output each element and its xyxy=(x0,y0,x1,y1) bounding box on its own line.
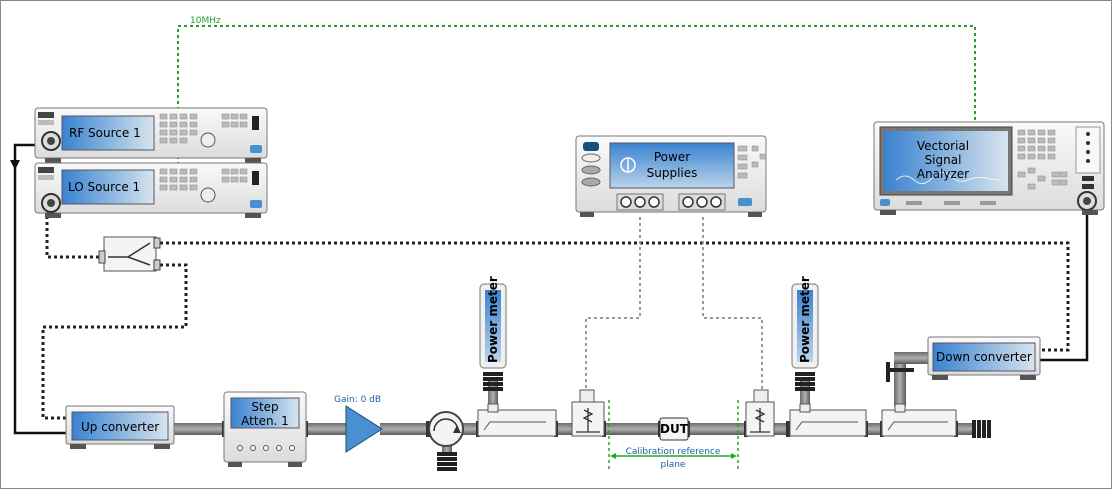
step-atten-label-1: Step xyxy=(251,400,278,414)
lo-source-label: LO Source 1 xyxy=(68,180,140,194)
vsa-label-1: Vectorial xyxy=(917,139,969,153)
power-meter-right: Power meter xyxy=(791,276,819,369)
amp-gain-label: Gain: 0 dB xyxy=(334,395,381,405)
right-coupler xyxy=(789,403,867,437)
dut-label: DUT xyxy=(660,422,689,436)
if-lines xyxy=(41,210,1070,420)
rf-source-label: RF Source 1 xyxy=(69,126,141,140)
bias-tee-right xyxy=(745,389,775,437)
lo-source-instrument: LO Source 1 xyxy=(34,162,268,218)
power-supplies-instrument: Power Supplies xyxy=(575,135,767,217)
power-meter-left: Power meter xyxy=(479,276,507,369)
up-converter: Up converter xyxy=(65,405,175,449)
step-atten-label-2: Atten. 1 xyxy=(241,414,289,428)
up-converter-label: Up converter xyxy=(81,420,159,434)
amplifier: Gain: 0 dB xyxy=(334,395,383,453)
calibration-label-2: plane xyxy=(661,460,686,470)
ref-clock-label: 10MHz xyxy=(190,16,221,26)
calibration-plane: Calibration reference plane xyxy=(608,400,739,470)
vsa-label-3: Analyzer xyxy=(917,167,969,181)
rf-source-instrument: RF Source 1 xyxy=(34,107,268,163)
bias-tee-left xyxy=(571,389,605,437)
power-meter-right-label: Power meter xyxy=(798,276,812,363)
left-coupler xyxy=(477,403,557,437)
vsa-instrument: Vectorial Signal Analyzer xyxy=(873,121,1105,215)
supply-lines xyxy=(585,217,763,392)
dut: DUT xyxy=(659,417,689,441)
circulator xyxy=(428,411,464,447)
power-meter-left-label: Power meter xyxy=(486,276,500,363)
calibration-label-1: Calibration reference xyxy=(626,447,721,457)
power-supplies-label-2: Supplies xyxy=(647,166,698,180)
output-coupler xyxy=(881,403,957,437)
vsa-label-2: Signal xyxy=(925,153,962,167)
power-supplies-label-1: Power xyxy=(654,150,690,164)
power-splitter xyxy=(98,236,161,272)
down-converter-label: Down converter xyxy=(936,350,1032,364)
rf-feedback-lines xyxy=(13,143,1089,435)
down-converter: Down converter xyxy=(927,336,1041,380)
step-attenuator: Step Atten. 1 xyxy=(223,391,307,467)
arrow-head xyxy=(10,160,20,170)
